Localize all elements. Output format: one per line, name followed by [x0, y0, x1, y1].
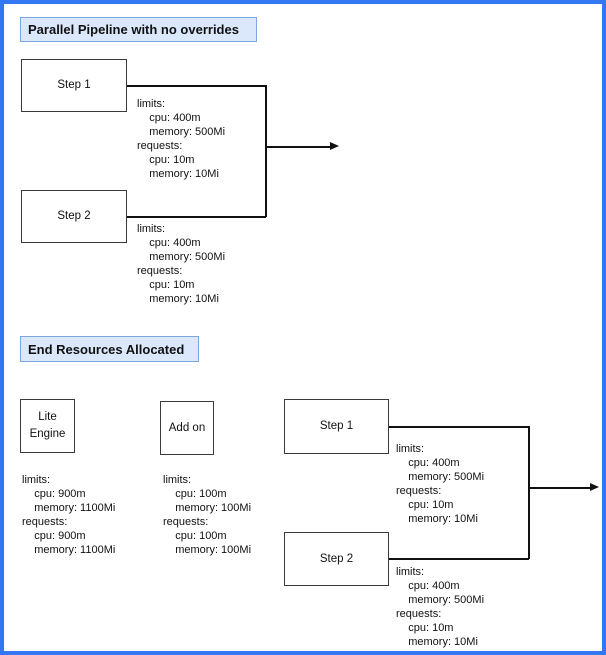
- lite-engine-box: Lite Engine: [20, 399, 75, 453]
- section1-step1-resources: limits: cpu: 400m memory: 500Mi requests…: [137, 98, 226, 180]
- add-on-label: Add on: [168, 421, 206, 434]
- section1-step1-box: Step 1: [21, 59, 127, 112]
- section2-step2-box: Step 2: [284, 532, 389, 586]
- section2-step2-label: Step 2: [319, 552, 354, 565]
- add-on-resources: limits: cpu: 100m memory: 100Mi requests…: [163, 474, 252, 556]
- section1-merge-line: [265, 85, 267, 217]
- add-on-box: Add on: [160, 401, 214, 455]
- section2-output-arrow-line: [529, 487, 591, 489]
- section2-title-label: End Resources Allocated: [28, 341, 185, 357]
- section1-output-arrow-line: [266, 146, 331, 148]
- section2-step1-resources: limits: cpu: 400m memory: 500Mi requests…: [396, 443, 485, 525]
- section2-step1-box: Step 1: [284, 399, 389, 454]
- section2-step1-label: Step 1: [319, 420, 354, 432]
- lite-engine-resources: limits: cpu: 900m memory: 1100Mi request…: [22, 474, 116, 556]
- section1-title: Parallel Pipeline with no overrides: [20, 17, 257, 42]
- section2-merge-line: [528, 426, 530, 559]
- section2-step2-connector-line: [389, 558, 529, 560]
- section2-title: End Resources Allocated: [20, 336, 199, 362]
- section1-step1-label: Step 1: [57, 79, 91, 91]
- section1-step2-label: Step 2: [57, 210, 91, 222]
- section1-step1-connector-line: [127, 85, 266, 87]
- section2-step2-resources: limits: cpu: 400m memory: 500Mi requests…: [396, 566, 485, 648]
- lite-engine-label: Lite Engine: [29, 411, 66, 440]
- section1-step2-box: Step 2: [21, 190, 127, 243]
- section1-step2-resources: limits: cpu: 400m memory: 500Mi requests…: [137, 223, 226, 305]
- section1-step2-connector-line: [127, 216, 266, 218]
- section2-step1-connector-line: [389, 426, 529, 428]
- section1-arrowhead-icon: [330, 142, 339, 150]
- section2-arrowhead-icon: [590, 483, 599, 491]
- section1-title-label: Parallel Pipeline with no overrides: [28, 22, 239, 37]
